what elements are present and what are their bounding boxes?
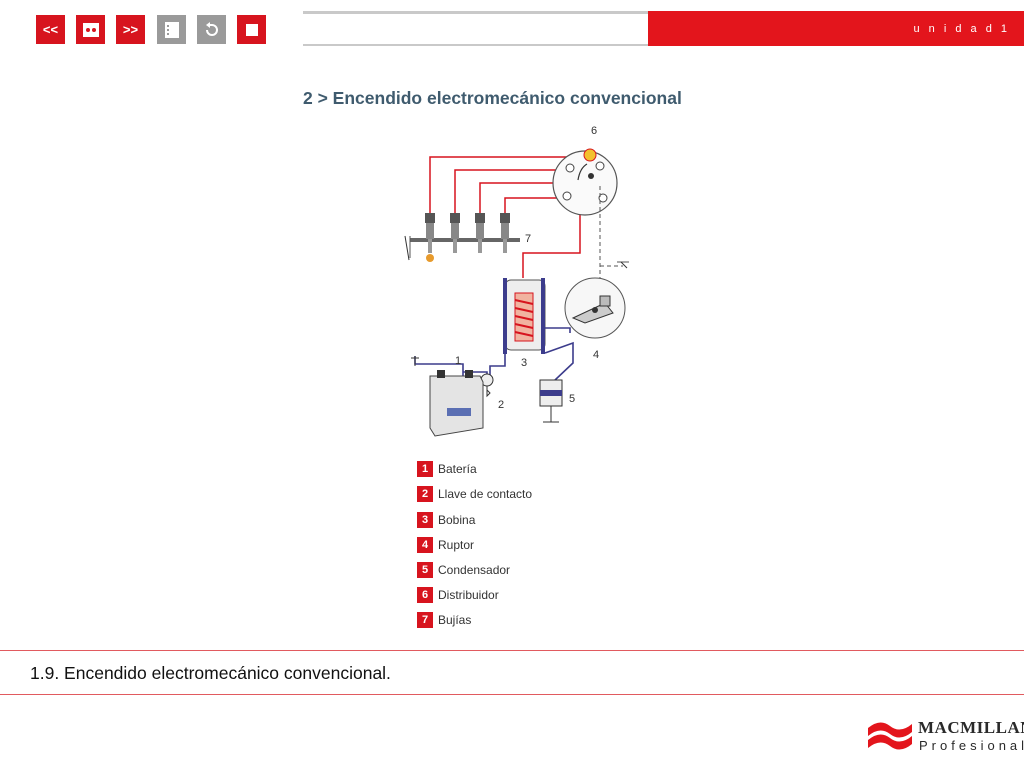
figure-caption: 1.9. Encendido electromecánico convencio… [30, 663, 391, 683]
legend-number: 1 [417, 460, 433, 477]
legend-label: Ruptor [438, 537, 475, 552]
legend-item: 3 Bobina [417, 511, 475, 528]
macmillan-flag-icon [868, 722, 912, 750]
stop-square-icon [245, 23, 258, 36]
legend-item: 5 Condensador [417, 561, 510, 578]
dice-grid-icon [82, 22, 99, 37]
exit-button[interactable] [237, 15, 266, 44]
unit-banner: u n i d a d 1 [648, 11, 1024, 46]
ignition-diagram: 6 7 1 2 3 4 5 [395, 118, 645, 438]
legend-number: 4 [417, 536, 433, 553]
logo-subtitle: Profesional [919, 738, 1024, 753]
back-button[interactable] [197, 15, 226, 44]
legend-number: 6 [417, 586, 433, 603]
next-button[interactable]: >> [116, 15, 145, 44]
condenser-component [539, 379, 563, 423]
coil-component [503, 278, 546, 354]
diagram-label-4: 4 [593, 349, 599, 361]
legend-label: Llave de contacto [438, 486, 533, 501]
unit-label: u n i d a d 1 [913, 22, 1010, 35]
diagram-label-6: 6 [591, 125, 597, 137]
legend-item: 6 Distribuidor [417, 586, 499, 603]
undo-arrow-icon [205, 21, 218, 36]
caption-rule-top [0, 650, 1024, 651]
legend-item: 2 Llave de contacto [417, 485, 532, 502]
legend-number: 5 [417, 561, 433, 578]
breaker-component [564, 277, 626, 339]
legend-label: Distribuidor [438, 587, 499, 602]
previous-button[interactable]: << [36, 15, 65, 44]
legend-item: 4 Ruptor [417, 536, 474, 553]
legend-number: 3 [417, 511, 433, 528]
contents-button[interactable] [157, 15, 186, 44]
diagram-label-7: 7 [525, 233, 531, 245]
section-title: 2 > Encendido electromecánico convencion… [303, 88, 682, 108]
legend-label: Bujías [438, 612, 472, 627]
legend-item: 7 Bujías [417, 611, 471, 628]
header-rule-top [303, 11, 648, 14]
legend-item: 1 Batería [417, 460, 477, 477]
spark-plugs-component [409, 213, 520, 262]
publisher-logo: MACMILLAN Profesional [866, 712, 1024, 758]
caption-rule-bottom [0, 694, 1024, 695]
index-button[interactable] [76, 15, 105, 44]
diagram-label-2: 2 [498, 399, 504, 411]
legend-label: Batería [438, 461, 477, 476]
legend-label: Bobina [438, 512, 476, 527]
logo-wordmark: MACMILLAN [918, 718, 1024, 737]
diagram-label-3: 3 [521, 357, 527, 369]
diagram-label-5: 5 [569, 393, 575, 405]
battery-component [414, 356, 484, 437]
list-icon [164, 21, 179, 38]
diagram-label-1: 1 [455, 355, 461, 367]
legend-number: 7 [417, 611, 433, 628]
double-chevron-right-icon: >> [122, 22, 139, 37]
legend-label: Condensador [438, 562, 511, 577]
header-rule-bottom [303, 44, 648, 46]
distributor-component [552, 148, 618, 216]
double-chevron-left-icon: << [42, 22, 59, 37]
ht-leads [429, 156, 600, 278]
legend-number: 2 [417, 485, 433, 502]
